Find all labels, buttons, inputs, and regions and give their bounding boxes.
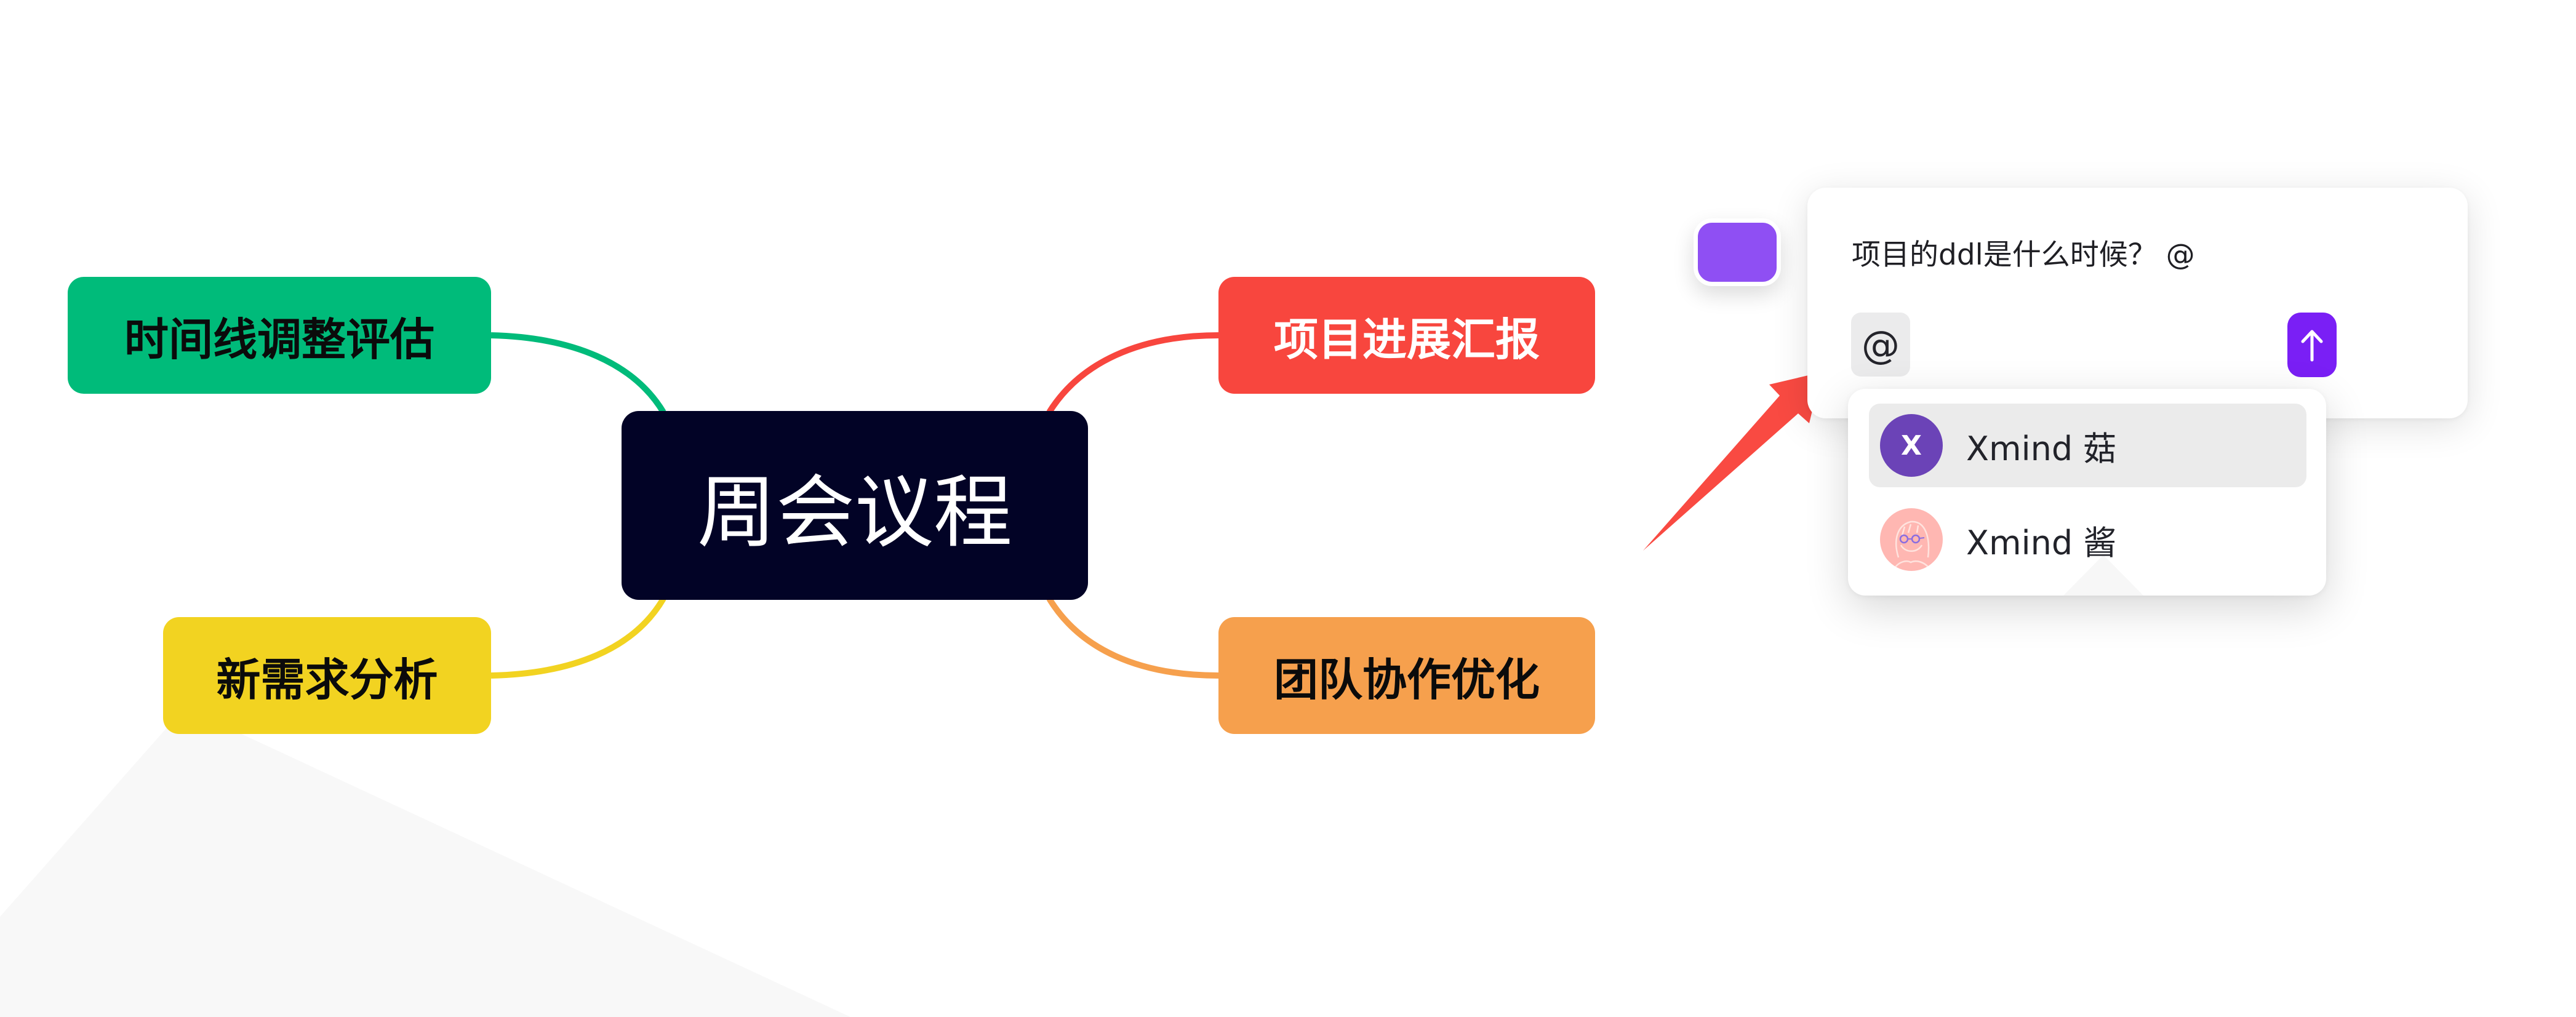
at-icon: @ bbox=[1862, 322, 1900, 367]
central-topic[interactable]: 周会议程 bbox=[622, 411, 1088, 600]
topic-label: 新需求分析 bbox=[216, 653, 438, 706]
topic-progress[interactable]: 项目进展汇报 bbox=[1218, 277, 1595, 394]
connector-requirements bbox=[490, 597, 666, 679]
mention-option-label: Xmind 酱 bbox=[1966, 523, 2117, 562]
topic-label: 团队协作优化 bbox=[1273, 653, 1540, 706]
background-triangle bbox=[0, 708, 850, 1017]
comment-card: 项目的ddl是什么时候？ @ @ bbox=[1807, 188, 2468, 418]
topic-label: 项目进展汇报 bbox=[1273, 313, 1540, 365]
annotation-arrow-icon bbox=[1643, 372, 1822, 551]
avatar: X bbox=[1880, 414, 1943, 477]
arrow-up-icon bbox=[2301, 330, 2323, 361]
central-topic-label: 周会议程 bbox=[697, 467, 1012, 559]
mention-option[interactable]: Xmind 酱 bbox=[1869, 498, 2306, 581]
send-button[interactable] bbox=[2287, 313, 2337, 377]
topic-timeline[interactable]: 时间线调整评估 bbox=[68, 277, 491, 394]
connector-timeline bbox=[490, 332, 666, 414]
user-avatar bbox=[1694, 218, 1781, 286]
topic-requirements[interactable]: 新需求分析 bbox=[163, 617, 491, 734]
topic-label: 时间线调整评估 bbox=[124, 313, 434, 365]
avatar bbox=[1880, 508, 1943, 571]
connector-progress bbox=[1046, 332, 1219, 414]
mention-option-label: Xmind 菇 bbox=[1966, 429, 2117, 468]
topic-teamwork[interactable]: 团队协作优化 bbox=[1218, 617, 1595, 734]
dropdown-decoration bbox=[2063, 555, 2143, 596]
girl-illustration-icon bbox=[1892, 520, 1932, 570]
mention-option[interactable]: X Xmind 菇 bbox=[1869, 404, 2306, 487]
comment-input[interactable]: 项目的ddl是什么时候？ @ bbox=[1852, 238, 2195, 272]
mention-dropdown: X Xmind 菇 Xmind 酱 bbox=[1848, 389, 2326, 596]
mention-button[interactable]: @ bbox=[1851, 313, 1910, 377]
connector-teamwork bbox=[1046, 597, 1219, 679]
